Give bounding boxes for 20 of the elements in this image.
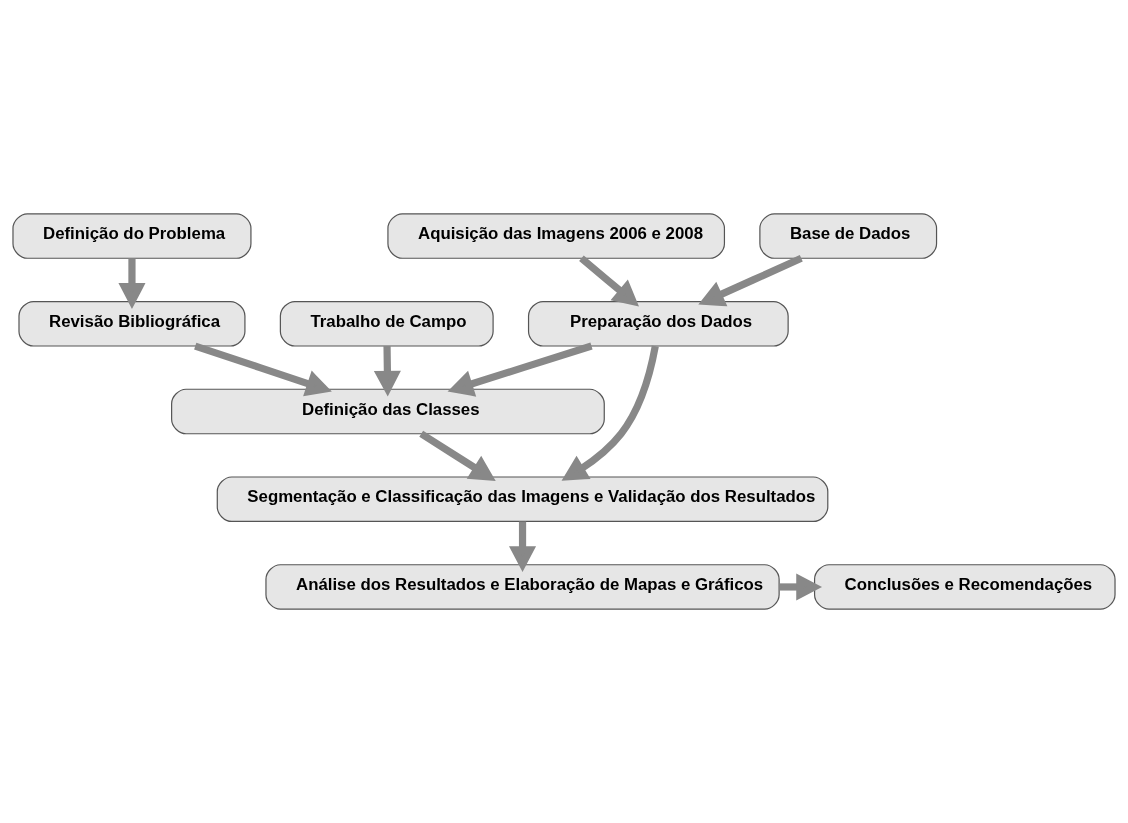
arrow — [698, 255, 803, 307]
node-box: Base de Dados — [759, 213, 938, 259]
arrow — [561, 345, 659, 481]
node-box: Revisão Bibliográfica — [18, 300, 246, 347]
node-box: Segmentação e Classificação das Imagens e Validação dos Resultados — [216, 476, 829, 523]
node-box: Aquisição das Imagens 2006 e 2008 — [387, 213, 726, 259]
node-box: Conclusões e Recomendações — [813, 564, 1116, 610]
arrow — [118, 258, 146, 309]
node-box: Trabalho de Campo — [279, 300, 494, 347]
arrow — [779, 573, 822, 601]
node-box: Preparação dos Dados — [527, 300, 789, 347]
node-box: Análise dos Resultados e Elaboração de Mapas e Gráficos — [265, 564, 780, 610]
node-box: Definição do Problema — [12, 213, 252, 259]
arrow — [509, 521, 537, 573]
arrow — [419, 430, 496, 482]
arrow — [373, 346, 401, 397]
node-box: Definição das Classes — [171, 388, 605, 435]
arrow — [579, 255, 639, 307]
arrow — [447, 342, 593, 397]
arrow — [194, 342, 332, 397]
